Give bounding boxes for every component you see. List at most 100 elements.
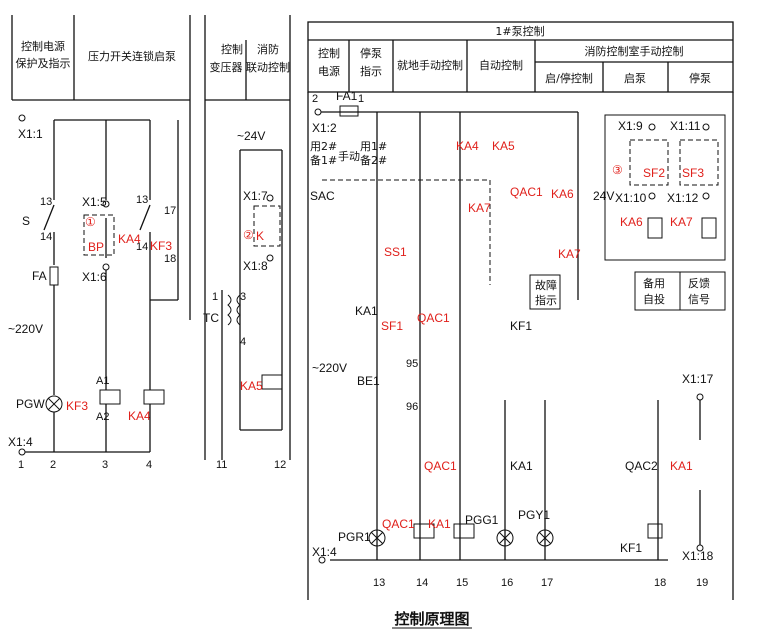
header-left2: 压力开关连锁启泵 [88, 49, 176, 63]
label-ka5-coil: KA5 [240, 379, 263, 393]
svg-text:14: 14 [416, 577, 428, 589]
header-mid2-line2: 联动控制 [246, 60, 290, 74]
feedback-2: 信号 [688, 293, 710, 306]
label-sac: SAC [310, 189, 335, 203]
label-kf1-coil: KF1 [620, 541, 642, 555]
header-startstop: 启/停控制 [545, 71, 593, 85]
svg-text:2: 2 [50, 459, 56, 471]
header-pump-title: 1#泵控制 [495, 24, 544, 38]
svg-text:用2#: 用2# [310, 140, 337, 153]
svg-text:12: 12 [274, 459, 286, 471]
label-qac2: QAC2 [625, 459, 658, 473]
mark-2: ② [243, 228, 254, 242]
label-220v-left: ~220V [8, 322, 43, 336]
label-s: S [22, 214, 30, 228]
mark-3: ③ [612, 163, 623, 177]
header-start: 启泵 [624, 72, 646, 85]
label-24v-mid: ~24V [237, 129, 265, 143]
svg-text:14: 14 [40, 231, 52, 243]
svg-text:备2#: 备2# [360, 153, 387, 167]
svg-text:16: 16 [501, 577, 513, 589]
svg-text:4: 4 [240, 336, 246, 348]
fault-ind-1: 故障 [535, 278, 557, 292]
label-x1-18: X1:18 [682, 549, 714, 563]
svg-text:13: 13 [136, 194, 148, 206]
mark-1: ① [85, 215, 96, 229]
header-mid2-line1: 消防 [257, 42, 279, 56]
label-kf3-contact: KF3 [150, 239, 172, 253]
label-ka7-coil: KA7 [670, 215, 693, 229]
label-ka4-auto: KA4 [456, 139, 479, 153]
label-x1-10: X1:10 [615, 191, 647, 205]
svg-text:15: 15 [456, 577, 468, 589]
header-left1-line2: 保护及指示 [16, 56, 71, 70]
label-pgw: PGW [16, 397, 45, 411]
label-sf1: SF1 [381, 319, 403, 333]
svg-text:95: 95 [406, 358, 418, 370]
label-x1-9: X1:9 [618, 119, 643, 133]
backup-1: 备用 [643, 276, 665, 290]
svg-text:18: 18 [164, 253, 176, 265]
svg-text:备1#: 备1# [310, 153, 337, 167]
pump-circuit: 2 FA1 1 X1:2 用2# 备1# 手动 用1# 备2# SAC KA1 … [310, 89, 726, 589]
label-x1-12: X1:12 [667, 191, 699, 205]
label-qac1-coil: QAC1 [382, 517, 415, 531]
label-kf1-contact: KF1 [510, 319, 532, 333]
diagram-caption: 控制原理图 [394, 610, 469, 628]
header-auto: 自动控制 [479, 58, 523, 72]
svg-text:13: 13 [40, 196, 52, 208]
svg-text:2: 2 [312, 93, 318, 105]
svg-text:13: 13 [373, 577, 385, 589]
svg-text:用1#: 用1# [360, 140, 387, 153]
svg-text:4: 4 [146, 459, 152, 471]
label-x1-4-right: X1:4 [312, 545, 337, 559]
label-ss1: SS1 [384, 245, 407, 259]
label-qac1-nc: QAC1 [424, 459, 457, 473]
label-ka7-a: KA7 [468, 201, 491, 215]
svg-text:17: 17 [541, 577, 553, 589]
svg-text:1: 1 [18, 459, 24, 471]
label-kf3-coil: KF3 [66, 399, 88, 413]
svg-text:17: 17 [164, 205, 176, 217]
label-ka4-coil: KA4 [128, 409, 151, 423]
svg-text:3: 3 [240, 291, 246, 303]
svg-text:手动: 手动 [338, 149, 360, 163]
label-ka1-coil: KA1 [428, 517, 451, 531]
svg-text:11: 11 [216, 459, 227, 471]
header-stop: 停泵 [689, 71, 711, 85]
label-ka5-auto: KA5 [492, 139, 515, 153]
header-fire-room: 消防控制室手动控制 [585, 44, 684, 58]
label-x1-11: X1:11 [670, 119, 701, 133]
label-ka7-b: KA7 [558, 247, 581, 261]
label-220v-right: ~220V [312, 361, 347, 375]
label-ka1-run: KA1 [510, 459, 533, 473]
label-fa: FA [32, 269, 47, 283]
label-x1-2: X1:2 [312, 121, 337, 135]
label-sf2: SF2 [643, 166, 665, 180]
label-qac1-auto: QAC1 [510, 185, 543, 199]
header-mid1-line2: 变压器 [210, 60, 243, 74]
middle-circuit: TC 1 3 4 ~24V X1:7 ② K X1:8 KA5 11 12 [203, 129, 286, 471]
label-ka1-stop: KA1 [355, 304, 378, 318]
label-x1-8: X1:8 [243, 259, 268, 273]
header-ctrl-power-1: 控制 [318, 46, 340, 60]
label-be1: BE1 [357, 374, 380, 388]
label-pgg1: PGG1 [465, 513, 499, 527]
label-pgy1: PGY1 [518, 508, 550, 522]
svg-text:A2: A2 [96, 411, 109, 423]
label-24v-right: 24V [593, 189, 614, 203]
header-ctrl-power-2: 电源 [318, 64, 340, 78]
pump-panel-header: 1#泵控制 控制 电源 停泵 指示 就地手动控制 自动控制 消防控制室手动控制 … [307, 21, 734, 600]
label-bp: BP [88, 240, 104, 254]
svg-text:18: 18 [654, 577, 666, 589]
header-left1-line1: 控制电源 [21, 39, 65, 53]
label-qac1-hold: QAC1 [417, 311, 450, 325]
svg-text:1: 1 [358, 93, 364, 105]
header-stop-ind-2: 指示 [360, 64, 382, 78]
label-ka6-coil: KA6 [620, 215, 643, 229]
label-k: K [256, 229, 264, 243]
label-ka4-contact: KA4 [118, 232, 141, 246]
label-ka1-feedback: KA1 [670, 459, 693, 473]
left-circuit: X1:1 13 S 14 FA ~220V PGW X1:4 1 2 X1:5 … [8, 114, 179, 471]
